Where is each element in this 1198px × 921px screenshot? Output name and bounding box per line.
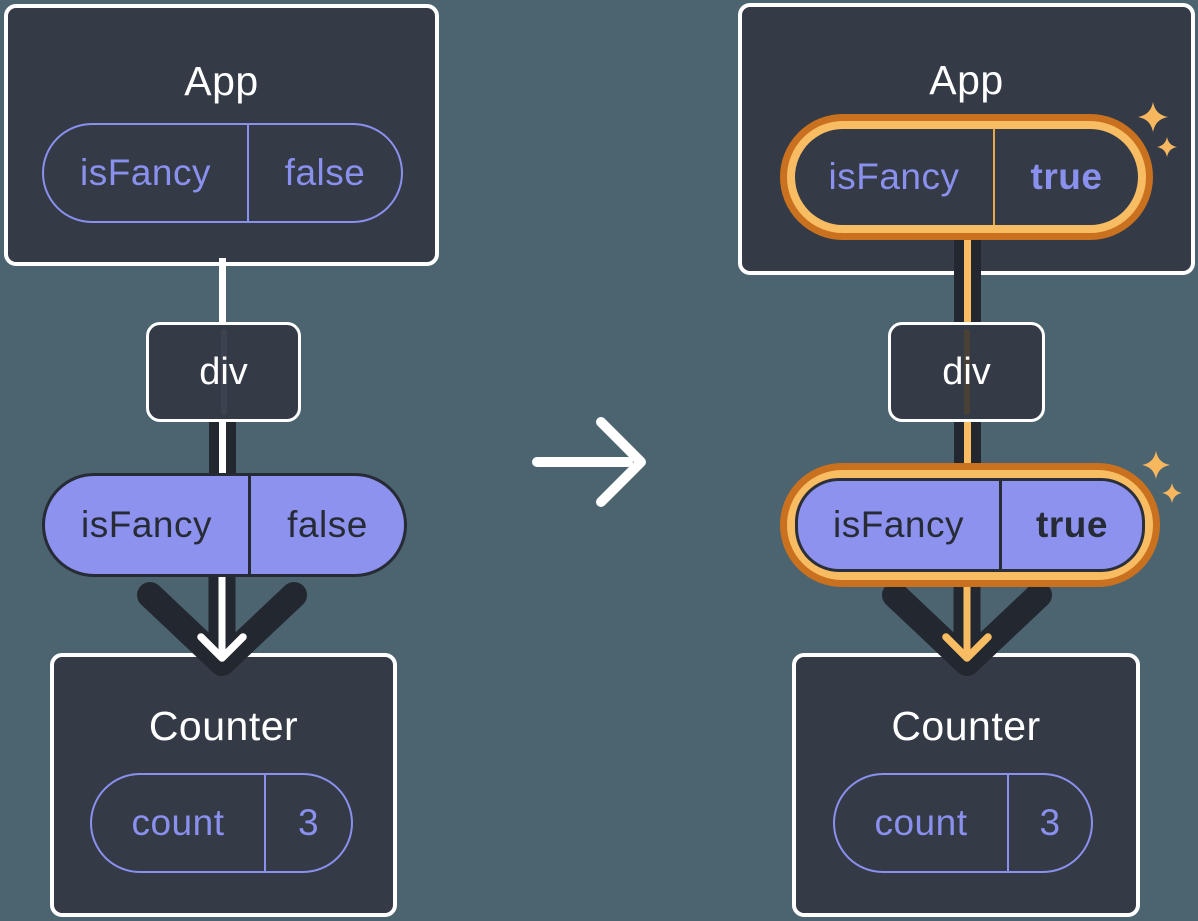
app-prop-pill-after: isFancy true bbox=[795, 129, 1138, 225]
prop-value-cell: true bbox=[1036, 504, 1108, 545]
state-value-cell: 3 bbox=[1039, 802, 1061, 843]
connector-app-to-div-before bbox=[219, 258, 226, 324]
prop-name-cell: isFancy bbox=[798, 481, 1002, 569]
prop-value-cell: false bbox=[284, 152, 366, 193]
state-pill-after: count 3 bbox=[833, 773, 1093, 873]
passed-prop-pill-after-highlight-ring: isFancy true bbox=[780, 463, 1160, 587]
app-title: App bbox=[929, 57, 1004, 103]
state-name-cell: count bbox=[835, 775, 1009, 871]
connector-div-to-prop-before bbox=[209, 419, 236, 477]
prop-value-cell: false bbox=[287, 504, 368, 545]
arrow-right-icon bbox=[532, 417, 646, 507]
flow-arrow-icon-after bbox=[882, 575, 1052, 676]
sparkle-icon-small bbox=[1157, 137, 1177, 157]
div-label: div bbox=[199, 350, 248, 393]
state-name-cell: count bbox=[92, 775, 266, 871]
flow-arrow-icon-before bbox=[137, 575, 307, 676]
div-node-before: div bbox=[146, 322, 301, 422]
counter-title: Counter bbox=[148, 703, 299, 749]
counter-title: Counter bbox=[891, 703, 1041, 749]
app-prop-pill-after-highlight-ring: isFancy true bbox=[780, 114, 1153, 240]
counter-card-before: Counter count 3 bbox=[50, 653, 397, 917]
div-label: div bbox=[942, 350, 991, 393]
state-value-cell: 3 bbox=[297, 802, 320, 843]
passed-prop-pill-before: isFancy false bbox=[42, 473, 407, 577]
prop-name-cell: isFancy bbox=[795, 129, 995, 225]
prop-name-cell: isFancy bbox=[44, 125, 249, 221]
prop-value-cell: true bbox=[1030, 156, 1103, 197]
thread-through-div bbox=[220, 329, 227, 415]
counter-card-after: Counter count 3 bbox=[792, 653, 1140, 917]
thread-through-div bbox=[963, 329, 970, 415]
app-prop-pill-before: isFancy false bbox=[42, 123, 403, 223]
sparkle-icon-large bbox=[1138, 102, 1168, 132]
sparkle-icon-small bbox=[1162, 483, 1182, 503]
passed-prop-pill-after: isFancy true bbox=[795, 478, 1145, 572]
app-title: App bbox=[184, 58, 259, 104]
state-pill-before: count 3 bbox=[90, 773, 353, 873]
sparkle-icon-large bbox=[1142, 451, 1170, 479]
div-node-after: div bbox=[888, 322, 1045, 422]
prop-name-cell: isFancy bbox=[45, 476, 251, 574]
connector-app-to-div-after bbox=[954, 228, 981, 324]
